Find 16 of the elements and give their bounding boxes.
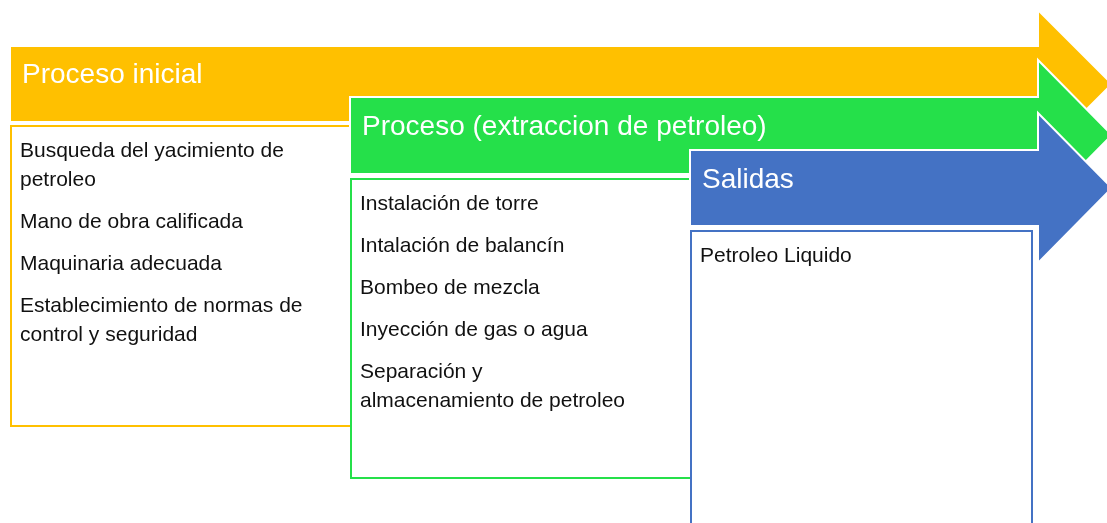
list-panel	[350, 178, 690, 479]
list-item: Mano de obra calificada	[20, 208, 244, 234]
section-heading: Salidas	[702, 163, 794, 195]
list-item: Bombeo de mezcla	[360, 274, 541, 300]
list-item: Petroleo Liquido	[700, 242, 853, 268]
section-heading: Proceso inicial	[22, 58, 203, 90]
list-item: Establecimiento de normas de control y seguridad	[20, 292, 304, 347]
list-item: Separación y almacenamiento de petroleo	[360, 358, 625, 413]
list-item: Inyección de gas o agua	[360, 316, 589, 342]
list-item: Busqueda del yacimiento de petroleo	[20, 137, 285, 192]
list-item: Intalación de balancín	[360, 232, 566, 258]
section-heading: Proceso (extraccion de petroleo)	[362, 110, 767, 142]
list-item: Instalación de torre	[360, 190, 540, 216]
list-panel	[10, 125, 350, 427]
list-panel	[690, 230, 1033, 523]
list-item: Maquinaria adecuada	[20, 250, 223, 276]
